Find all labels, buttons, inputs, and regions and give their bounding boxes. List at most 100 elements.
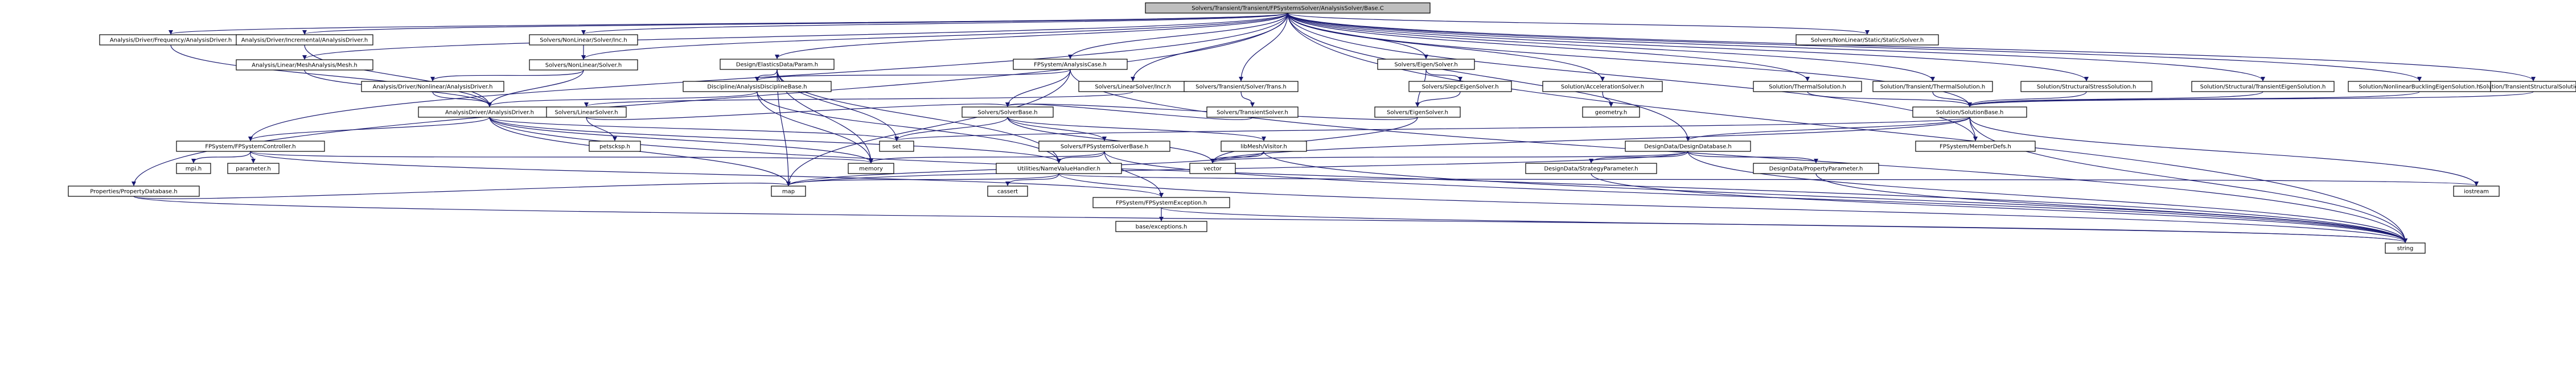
edge-n_analysis_driver-to-n_utilities [489, 117, 1061, 163]
node-n_design_data[interactable]: DesignData/DesignDatabase.h [1625, 141, 1751, 152]
edge-n_solution_acc-to-n_geomcpp [1602, 91, 1613, 107]
node-n_ana_ptr[interactable]: Analysis/Driver/Frequency/AnalysisDriver… [99, 34, 243, 46]
node-box-n_solvers_nl [529, 59, 638, 71]
node-n_solution_acc[interactable]: Solution/AccelerationSolver.h [1542, 81, 1663, 92]
edge-root-to-n_solvers_trans [1239, 13, 1288, 81]
node-n_solvers_slepc: Solvers/SlepcEigenSolver.h [1408, 81, 1512, 92]
node-n_libmesh[interactable]: libMesh/Visitor.h [1221, 141, 1307, 152]
node-n_property_db[interactable]: Properties/PropertyDatabase.h [68, 186, 200, 197]
node-n_fpsystem_mem[interactable]: FPSystem/MemberDefs.h [1915, 141, 2036, 152]
edge-n_design_prop-to-n_string [1815, 173, 2407, 243]
edge-n_fpsystem_controller-to-n_parameter [250, 151, 256, 163]
node-box-n_geomcpp [1582, 106, 1640, 118]
node-box-n_anal_mech [361, 81, 504, 92]
node-box-n_solvers_slepc [1408, 81, 1512, 92]
node-label-n_solvers_slepc: Solvers/SlepcEigenSolver.h [1421, 84, 1498, 90]
node-box-n_design_prop [1753, 163, 1879, 174]
node-label-n_memory: memory [859, 166, 883, 172]
node-n_solution_thermal[interactable]: Solution/ThermalSolution.h [1753, 81, 1862, 92]
node-label-n_solvers_eigen: Solvers/Eigen/Solver.h [1394, 62, 1457, 68]
node-n_cassert: cassert [987, 186, 1028, 197]
node-box-n_solvers_linear2 [546, 106, 627, 118]
edge-root-to-n_solution_nonlin2 [1287, 13, 2422, 81]
edge-root-to-n_solution_struct [1287, 13, 2089, 81]
edge-n_design_data-to-n_design_strat [1589, 151, 1688, 163]
node-box-n_prog [236, 59, 373, 71]
node-n_solvers_trans2[interactable]: Solvers/TransientSolver.h [1206, 106, 1299, 118]
edge-n_solvers_trans-to-n_solvers_trans2 [1240, 91, 1255, 107]
edge-root-to-n_design_data [1287, 13, 1690, 141]
edge-root-to-n_solvers_nl [581, 13, 1288, 60]
edge-n_fpsystem_controller-to-n_fpsystem_exc [250, 151, 1164, 197]
node-n_solution_trans2[interactable]: Solution/TransientStructuralSolution.h [2479, 81, 2576, 92]
node-box-n_property_db [68, 186, 200, 197]
node-n_prog[interactable]: Analysis/Linear/MeshAnalysis/Mesh.h [236, 59, 373, 71]
edge-root-to-n_prog [302, 13, 1288, 60]
node-box-n_fpsystem_exc [1092, 197, 1230, 208]
edge-n_design-to-n_set [777, 69, 899, 141]
node-box-n_parameter [227, 163, 280, 174]
node-n_design[interactable]: Design/ElasticsData/Param.h [720, 59, 835, 70]
node-n_fpsystem_controller[interactable]: FPSystem/FPSystemController.h [176, 141, 325, 152]
node-n_fpsys_case[interactable]: FPSystem/AnalysisCase.h [1013, 59, 1128, 70]
node-root[interactable]: Solvers/Transient/Transient/FPSystemsSol… [1145, 2, 1431, 14]
node-label-n_fpsystem_mem: FPSystem/MemberDefs.h [1940, 144, 2011, 150]
edge-root-to-n_nl_inc [581, 13, 1288, 35]
node-box-n_string [2385, 242, 2426, 254]
edge-root-to-n_solution_thermal [1287, 13, 1810, 81]
edge-n_utilities-to-n_string [1058, 173, 2407, 243]
edge-n_design_data-to-n_vector [1210, 151, 1688, 163]
edge-root-to-n_string [1287, 13, 2407, 243]
edge-n_solvers_fpsys-to-n_utilities [1057, 151, 1105, 163]
node-label-n_solvers_nl: Solvers/NonLinear/Solver.h [545, 63, 622, 69]
node-label-n_solvers_solverb: Solvers/SolverBase.h [977, 110, 1037, 116]
node-n_solution_struct[interactable]: Solution/StructuralStressSolution.h [2020, 81, 2152, 92]
edge-n_solvers_eigen-to-n_solvers_slepc [1425, 69, 1462, 81]
node-label-n_solution_thermal: Solution/ThermalSolution.h [1769, 84, 1846, 90]
node-label-n_cassert: cassert [997, 189, 1018, 195]
edge-n_fpsys_case-to-n_map [786, 69, 1071, 186]
edge-n_solvers_nl-to-n_analysis_driver [487, 69, 584, 107]
node-n_top_dots[interactable]: Solvers/NonLinear/Static/Static/Solver.h [1796, 34, 1939, 46]
node-n_solvers_trans[interactable]: Solvers/Transient/Solver/Trans.h [1184, 81, 1299, 92]
node-n_solution_nonlin[interactable]: Solution/Structural/TransientEigenSoluti… [2191, 81, 2335, 92]
node-n_petsc: petscksp.h [589, 141, 641, 152]
node-n_solution_trans[interactable]: Solution/Transient/ThermalSolution.h [1872, 81, 1993, 92]
node-n_solvers_linear[interactable]: Solvers/LinearSolver/Incr.h [1078, 81, 1188, 92]
node-label-n_design_strat: DesignData/StrategyParameter.h [1544, 166, 1638, 172]
node-n_anal_mech[interactable]: Analysis/Driver/Nonlinear/AnalysisDriver… [361, 81, 504, 92]
node-label-n_string: string [2397, 246, 2414, 252]
node-n_solvers_eigen2[interactable]: Solvers/EigenSolver.h [1374, 106, 1461, 118]
node-box-n_solution_trans2 [2490, 81, 2576, 92]
edge-n_solvers_linear2-to-n_solvers_solverb [586, 102, 1010, 120]
node-n_vector: vector [1189, 163, 1236, 174]
node-n_nl_inc[interactable]: Solvers/NonLinear/Solver/Inc.h [529, 34, 638, 46]
node-n_solution_base[interactable]: Solution/SolutionBase.h [1912, 106, 2027, 118]
node-box-n_iostream [2453, 186, 2500, 197]
node-n_solvers_eigen[interactable]: Solvers/Eigen/Solver.h [1377, 59, 1475, 70]
edge-n_analysis_driver-to-n_set [489, 117, 899, 141]
node-box-n_design_data [1625, 141, 1751, 152]
edge-root-to-n_ana_inc [302, 13, 1288, 35]
node-n_solvers_solverb[interactable]: Solvers/SolverBase.h [962, 106, 1054, 118]
node-box-n_memory [848, 163, 894, 174]
node-box-n_ana_inc [236, 34, 373, 46]
node-n_fpsystem_exc[interactable]: FPSystem/FPSystemException.h [1092, 197, 1230, 208]
edge-root-to-n_design [775, 13, 1288, 59]
node-label-n_iostream: iostream [2464, 189, 2489, 195]
node-n_solvers_nl[interactable]: Solvers/NonLinear/Solver.h [529, 59, 638, 71]
node-label-n_solvers_linear: Solvers/LinearSolver/Incr.h [1095, 84, 1170, 90]
node-n_solution_nonlin2[interactable]: Solution/NonlinearBucklingEigenSolution.… [2348, 81, 2491, 92]
node-n_solvers_fpsys[interactable]: Solvers/FPSystemSolverBase.h [1038, 141, 1170, 152]
node-n_solvers_linear2[interactable]: Solvers/LinearSolver.h [546, 106, 627, 118]
node-box-n_design [720, 59, 835, 70]
node-n_ana_inc[interactable]: Analysis/Driver/Incremental/AnalysisDriv… [236, 34, 373, 46]
edge-n_fpsystem_controller-to-n_mpi [191, 151, 251, 163]
edge-n_solution_trans2-to-n_solution_base [1967, 91, 2534, 107]
node-label-n_solution_trans: Solution/Transient/ThermalSolution.h [1880, 84, 1986, 90]
node-box-n_solvers_fpsys [1038, 141, 1170, 152]
node-n_utilities[interactable]: Utilities/NameValueHandler.h [996, 163, 1122, 174]
header-nodes: Solvers/Transient/Transient/FPSystemsSol… [68, 2, 2576, 254]
edge-n_solution_base-to-n_set [894, 117, 1970, 141]
edge-n_solution_nonlin2-to-n_solution_base [1967, 91, 2420, 107]
